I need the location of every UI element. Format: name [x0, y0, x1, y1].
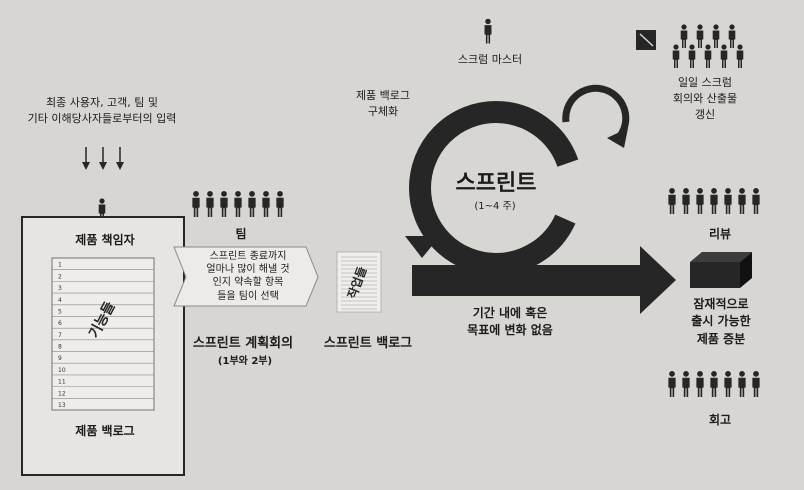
backlog-row-number: 8: [58, 344, 62, 351]
no-change-label: 기간 내에 혹은 목표에 변화 없음: [467, 306, 553, 338]
backlog-row-number: 4: [58, 297, 62, 304]
backlog-row-number: 9: [58, 355, 62, 362]
backlog-row-number: 11: [58, 379, 66, 386]
sprint-title: 스프린트: [455, 171, 537, 196]
backlog-row-number: 2: [58, 273, 62, 280]
retrospective-people-icon: [668, 371, 760, 397]
product-owner-label: 제품 책임자: [75, 233, 135, 247]
review-label: 리뷰: [708, 227, 732, 241]
scrum-master-person-icon: [484, 18, 492, 44]
input-text: 최종 사용자, 고객, 팀 및 기타 이해당사자들로부터의 입력: [27, 96, 177, 125]
planning-text: 스프린트 종료까지 얼마나 많이 해낼 것 인지 약속할 항목 들을 팀이 선택: [206, 251, 290, 302]
product-backlog-label: 제품 백로그: [75, 424, 135, 438]
sprint-cycle-loop: [405, 101, 583, 275]
retrospective-label: 회고: [708, 413, 732, 427]
backlog-row-number: 12: [58, 390, 66, 397]
sprint-backlog-label: 스프린트 백로그: [323, 336, 413, 351]
backlog-row-number: 3: [58, 285, 62, 292]
team-people-icon: [192, 191, 284, 217]
review-people-icon: [668, 188, 760, 214]
daily-scrum-group-icon: [636, 24, 744, 68]
backlog-refinement-label: 제품 백로그 구체화: [355, 89, 411, 118]
backlog-row-number: 10: [58, 367, 66, 374]
backlog-row-number: 6: [58, 320, 62, 327]
daily-scrum-loop: [562, 84, 630, 148]
sprint-backlog-note: [336, 251, 382, 313]
sprint-duration: (1~4 주): [474, 201, 516, 212]
backlog-row-number: 5: [58, 308, 62, 315]
backlog-row-number: 13: [58, 402, 66, 409]
sprint-planning-label: 스프린트 계획회의: [192, 336, 294, 351]
backlog-row-number: 7: [58, 332, 62, 339]
product-increment-box: [690, 252, 752, 288]
planning-ribbon-shape: [173, 246, 319, 307]
backlog-row-number: 1: [58, 262, 62, 269]
input-arrows: [82, 147, 124, 170]
increment-label: 잠재적으로 출시 가능한 제품 증분: [691, 297, 751, 346]
sprint-output-arrow: [412, 246, 676, 314]
team-label: 팀: [235, 227, 247, 241]
scrum-master-label: 스크럼 마스터: [457, 53, 523, 66]
daily-scrum-label: 일일 스크럼 회의와 산출물 갱신: [672, 76, 738, 121]
sprint-planning-sub-label: (1부와 2부): [217, 356, 273, 367]
